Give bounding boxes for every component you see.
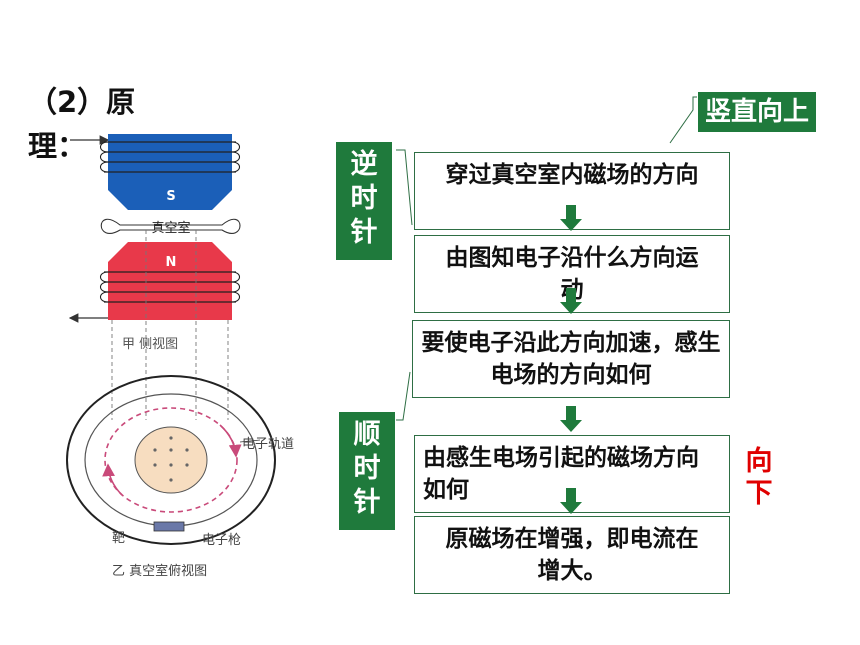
gun-label: 电子枪 bbox=[202, 532, 241, 548]
down-arrow-2 bbox=[560, 288, 582, 314]
projection-lines bbox=[111, 230, 229, 420]
n-pole-label: N bbox=[166, 255, 177, 270]
electron-orbit bbox=[104, 407, 238, 513]
step-4-text: 由感生电场引起的磁场方向如何 bbox=[423, 445, 699, 503]
orbit-label: 电子轨道 bbox=[242, 437, 294, 452]
step-3-text: 要使电子沿此方向加速，感生电场的方向如何 bbox=[421, 330, 721, 388]
answer-downward: 向下 bbox=[745, 446, 773, 509]
step-1-box: 穿过真空室内磁场的方向 bbox=[414, 152, 730, 230]
answer-vertical-up: 竖直向上 bbox=[698, 92, 816, 132]
top-view-caption: 乙 真空室俯视图 bbox=[112, 563, 207, 579]
orbit-direction-arrow-left bbox=[102, 463, 123, 496]
chamber-label: 真空室 bbox=[151, 220, 190, 236]
s-pole-magnet bbox=[99, 134, 241, 210]
betatron-diagram: S 真空室 N 甲 侧视图 电子轨道 靶 电子枪 乙 真空室俯视图 bbox=[66, 134, 294, 579]
electron-gun bbox=[153, 521, 185, 532]
step-5-text: 原磁场在增强，即电流在增大。 bbox=[445, 526, 699, 584]
vacuum-chamber-side bbox=[100, 218, 241, 234]
n-pole-magnet bbox=[99, 242, 241, 320]
core-area bbox=[134, 426, 208, 494]
orbit-direction-arrow-right bbox=[219, 424, 242, 458]
section-title: （2）原理： bbox=[28, 85, 136, 163]
core-dots bbox=[153, 436, 189, 482]
down-arrow-4 bbox=[560, 488, 582, 514]
step-3-box: 要使电子沿此方向加速，感生电场的方向如何 bbox=[412, 320, 730, 398]
answer-clockwise: 顺时针 bbox=[339, 412, 395, 530]
answer-counterclockwise: 逆时针 bbox=[336, 142, 392, 260]
step-5-box: 原磁场在增强，即电流在增大。 bbox=[414, 516, 730, 594]
target-label: 靶 bbox=[112, 531, 125, 546]
top-view-outer-ring bbox=[66, 375, 276, 545]
down-arrow-1 bbox=[560, 205, 582, 231]
down-arrow-3 bbox=[560, 406, 582, 432]
s-pole-label: S bbox=[166, 189, 175, 204]
side-view-caption: 甲 侧视图 bbox=[122, 337, 178, 352]
step-1-text: 穿过真空室内磁场的方向 bbox=[445, 162, 699, 188]
